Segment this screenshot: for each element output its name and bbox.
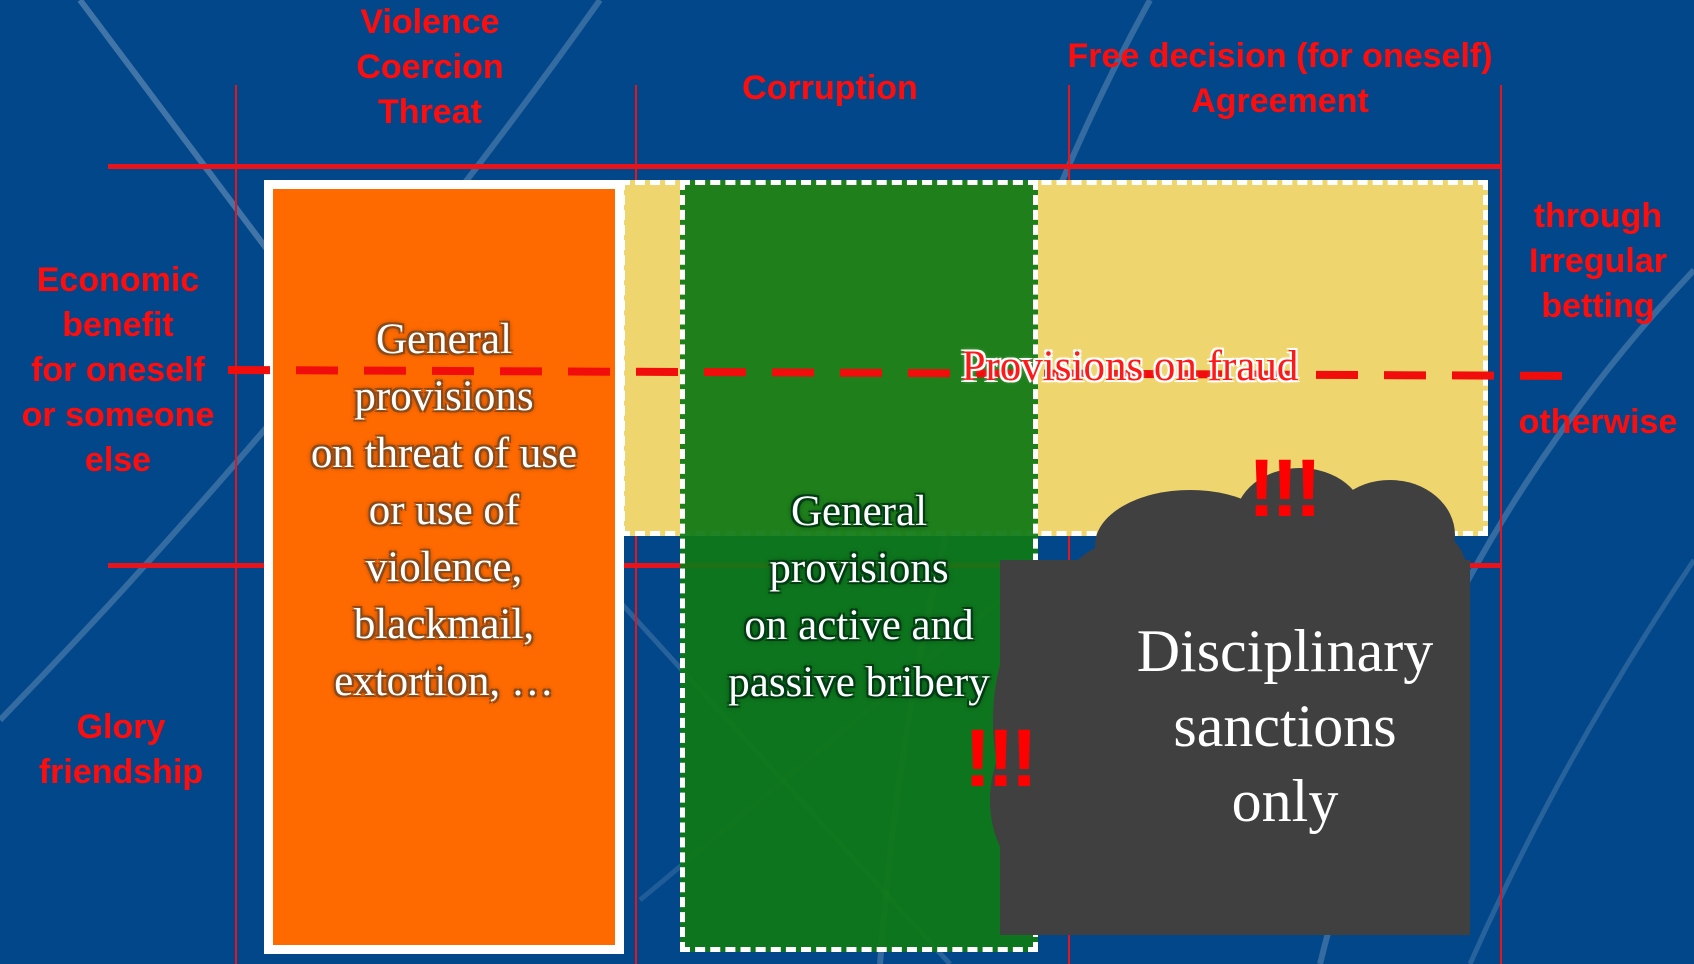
box-text-line: General xyxy=(375,316,513,363)
box-text-line: provisions xyxy=(354,373,534,420)
box-text-line: General xyxy=(790,488,928,535)
sanction-text-line: Disciplinary xyxy=(1136,618,1434,684)
row-label-economic-benefit: Economic benefit for oneself or someone … xyxy=(0,258,236,483)
box-text-line: or use of xyxy=(368,487,520,534)
box-text-line: provisions xyxy=(769,545,949,592)
box-text-line: violence, xyxy=(365,544,523,591)
bribery-zone xyxy=(680,180,1038,952)
row-label-glory: Glory friendship xyxy=(10,705,232,795)
row-label-line: friendship xyxy=(38,753,204,791)
exclamation-marks-top: !!! xyxy=(1248,443,1322,534)
box-text-line: passive bribery xyxy=(728,659,990,706)
row-label-line: benefit xyxy=(62,306,174,344)
fraud-provisions-text: Provisions on fraud xyxy=(900,342,1360,392)
column-header-line: Violence xyxy=(360,3,500,41)
box-text-line: blackmail, xyxy=(353,601,535,648)
box-text-line: on active and xyxy=(744,602,974,649)
sanction-text-line: only xyxy=(1231,768,1339,834)
row-label-line: for oneself xyxy=(31,351,205,389)
threat-violence-provisions-text: General provisions on threat of use or u… xyxy=(270,311,618,710)
column-header-line: Free decision (for oneself) xyxy=(1067,37,1493,75)
grid-column-divider xyxy=(1500,85,1502,964)
column-header-free-decision: Free decision (for oneself) Agreement xyxy=(1020,34,1540,124)
row-label-through-betting: through Irregular betting xyxy=(1502,194,1694,329)
row-label-line: Glory xyxy=(76,708,166,746)
row-label-line: or someone xyxy=(21,396,215,434)
column-header-line: Threat xyxy=(378,93,482,131)
column-header-corruption: Corruption xyxy=(700,66,960,111)
column-header-line: Corruption xyxy=(742,69,918,107)
row-label-line: Economic xyxy=(36,261,200,299)
fraud-boundary-line xyxy=(227,366,1581,380)
sanction-text-line: sanctions xyxy=(1173,693,1397,759)
row-label-line: Irregular xyxy=(1529,242,1667,280)
row-label-line: through xyxy=(1533,197,1663,235)
threat-violence-box xyxy=(264,180,624,954)
box-text-line: extortion, … xyxy=(334,658,554,705)
box-text-line: on threat of use xyxy=(310,430,578,477)
box-text-line: Provisions on fraud xyxy=(961,343,1299,390)
exclamation-marks-middle: !!! xyxy=(964,713,1038,804)
column-header-line: Agreement xyxy=(1191,82,1369,120)
row-label-line: otherwise xyxy=(1518,403,1678,441)
column-header-violence: Violence Coercion Threat xyxy=(330,0,530,135)
cloud-shape xyxy=(990,468,1470,935)
background-arc xyxy=(1467,558,1694,964)
row-label-line: betting xyxy=(1541,287,1655,325)
bribery-provisions-text: General provisions on active and passive… xyxy=(680,483,1038,711)
row-label-line: else xyxy=(84,441,152,479)
row-label-otherwise: otherwise xyxy=(1502,400,1694,445)
disciplinary-sanctions-text: Disciplinary sanctions only xyxy=(1080,614,1490,839)
column-header-line: Coercion xyxy=(356,48,504,86)
grid-column-divider xyxy=(235,85,237,964)
grid-line-top xyxy=(108,164,1500,169)
